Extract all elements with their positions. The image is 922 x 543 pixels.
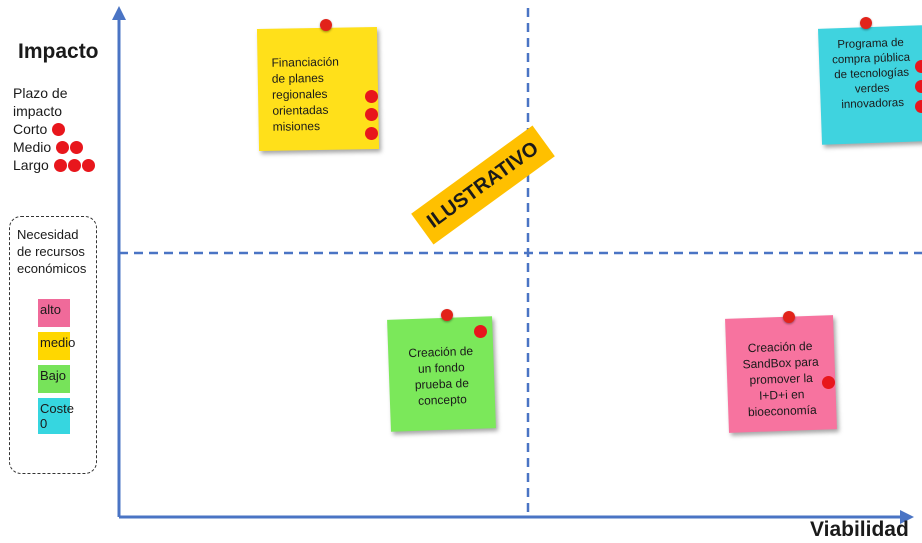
swatch-medio-label: medio [40,335,76,350]
swatch-coste-0: Coste 0 [38,398,74,434]
dot-icon [915,60,922,73]
swatch-coste-0-label: Coste 0 [40,401,74,431]
time-legend-medio-label: Medio [13,139,52,155]
note-sandbox-text: Creación de SandBox para promover la I+D… [742,338,819,420]
note-financiacion-text: Financiación de planes regionales orient… [271,54,340,134]
dot-icon [56,141,70,154]
resources-legend-box [9,216,97,474]
pin-icon [783,311,795,323]
swatch-bajo: Bajo [38,365,70,393]
time-legend-medio: Medio [13,138,95,156]
dot-icon [915,100,922,113]
note-sandbox: Creación de SandBox para promover la I+D… [725,315,837,433]
time-legend-largo-label: Largo [13,157,49,173]
time-legend-corto-label: Corto [13,121,48,137]
note-compra-publica-text: Programa de compra pública de tecnología… [831,36,911,112]
time-legend-corto: Corto [13,120,95,138]
dot-icon [365,127,378,140]
dot-icon [365,108,378,121]
time-legend-largo: Largo [13,156,95,174]
pin-icon [320,19,332,31]
resources-legend-title: Necesidad de recursos económicos [17,226,86,277]
note-compra-publica: Programa de compra pública de tecnología… [818,25,922,145]
note-financiacion: Financiación de planes regionales orient… [256,26,380,152]
resources-legend-title-2: de recursos [17,244,85,259]
dot-icon [53,159,67,172]
resources-legend-title-3: económicos [17,261,87,276]
time-legend-title-1: Plazo de [13,85,68,101]
dot-icon [822,376,835,389]
x-axis-label: Viabilidad [810,518,909,541]
y-axis-label: Impacto [18,40,99,63]
y-axis-arrow [112,6,126,20]
x-axis-arrow [900,510,914,524]
swatch-medio: medio [38,332,75,360]
swatch-alto: alto [38,299,70,327]
note-fondo-text: Creación de un fondo prueba de concepto [408,343,474,408]
dot-icon [52,123,66,136]
pin-icon [860,17,872,29]
resources-legend-title-1: Necesidad [17,227,79,242]
dot-icon [70,141,84,154]
dot-icon [474,325,487,338]
swatch-bajo-label: Bajo [40,368,67,383]
pin-icon [441,309,453,321]
time-legend: Plazo de impacto Corto Medio Largo [13,84,95,174]
dot-icon [81,159,95,172]
time-legend-title-2: impacto [13,103,63,119]
dot-icon [365,90,378,103]
dot-icon [915,80,922,93]
swatch-alto-label: alto [40,302,61,317]
dot-icon [67,159,81,172]
